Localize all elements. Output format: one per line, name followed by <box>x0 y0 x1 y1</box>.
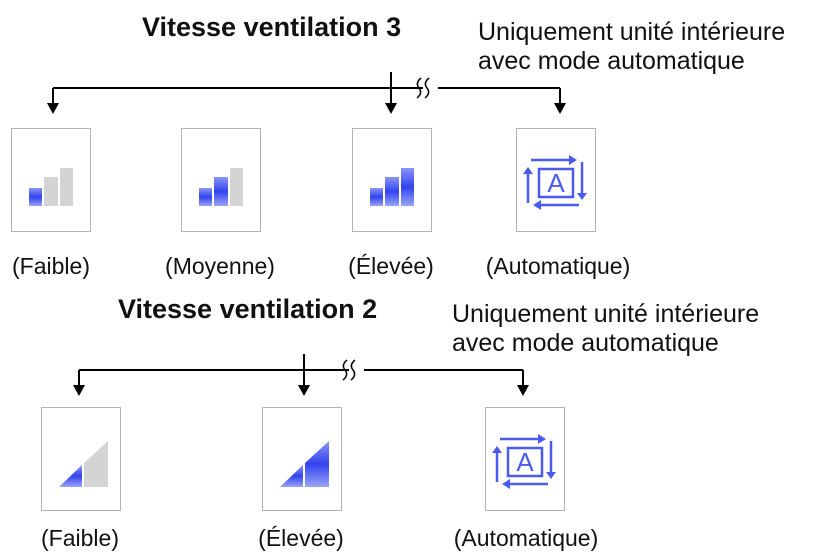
section-title: Vitesse ventilation 2 <box>118 294 378 324</box>
arrow-down-icon <box>517 385 529 396</box>
note-line-1: Uniquement unité intérieure <box>452 300 760 328</box>
arrow-down-icon <box>73 385 85 396</box>
note-line-2: avec mode automatique <box>478 47 745 75</box>
section-title: Vitesse ventilation 3 <box>142 12 402 42</box>
option-card-auto: A <box>516 128 596 232</box>
option-card-high <box>352 128 432 232</box>
arrow-down-icon <box>298 385 310 396</box>
fan-speed-low-icon <box>29 168 73 206</box>
section-fan-speed-3: Vitesse ventilation 3 Uniquement unité i… <box>11 12 785 279</box>
fan-speed-auto-icon: A <box>523 155 587 210</box>
option-label-auto: (Automatique) <box>485 253 631 279</box>
option-card-low <box>11 128 91 232</box>
fan-speed-high-icon <box>370 168 414 206</box>
svg-text:A: A <box>547 168 565 198</box>
arrow-down-icon <box>47 103 59 114</box>
break-symbol-icon <box>342 359 356 381</box>
fan-speed-low-icon <box>59 441 108 487</box>
fan-speed-high-icon <box>280 441 329 487</box>
option-card-auto: A <box>485 407 565 511</box>
option-label-auto: (Automatique) <box>453 525 599 551</box>
fan-speed-medium-icon <box>199 168 243 206</box>
note-line-1: Uniquement unité intérieure <box>478 18 786 46</box>
option-label-high: (Élevée) <box>348 253 434 279</box>
option-label-high: (Élevée) <box>258 525 344 551</box>
arrow-down-icon <box>554 103 566 114</box>
section-fan-speed-2: Vitesse ventilation 2 Uniquement unité i… <box>0 285 837 552</box>
connector-lines <box>47 72 566 114</box>
option-card-medium <box>181 128 261 232</box>
option-card-low <box>41 407 121 511</box>
auto-mode-note: Uniquement unité intérieure avec mode au… <box>452 300 759 358</box>
arrow-down-icon <box>385 103 397 114</box>
svg-text:A: A <box>516 447 534 477</box>
option-label-low: (Faible) <box>12 253 90 279</box>
break-symbol-icon <box>416 77 430 99</box>
option-card-high <box>262 407 342 511</box>
option-label-medium: (Moyenne) <box>165 253 275 279</box>
note-line-2: avec mode automatique <box>452 329 719 357</box>
connector-lines <box>73 354 529 396</box>
fan-speed-auto-icon: A <box>492 434 556 489</box>
option-label-low: (Faible) <box>41 525 119 551</box>
auto-mode-note: Uniquement unité intérieure avec mode au… <box>478 18 785 76</box>
